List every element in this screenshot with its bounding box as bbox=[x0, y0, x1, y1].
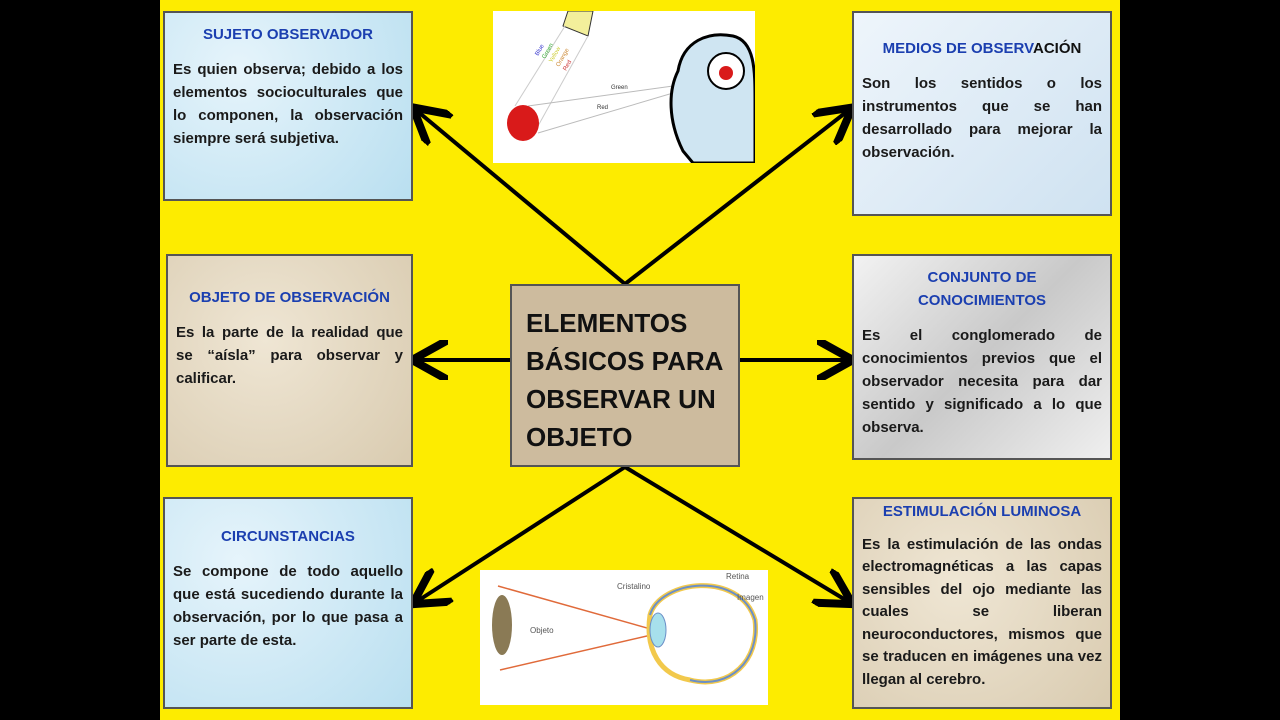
svg-text:Green: Green bbox=[611, 85, 628, 91]
box-estimulacion-luminosa: ESTIMULACIÓN LUMINOSA Es la estimulación… bbox=[852, 497, 1112, 709]
box-circunstancias: CIRCUNSTANCIAS Se compone de todo aquell… bbox=[163, 497, 413, 709]
svg-text:Red: Red bbox=[563, 59, 574, 72]
svg-text:Objeto: Objeto bbox=[530, 626, 554, 635]
svg-text:Imagen: Imagen bbox=[737, 593, 764, 602]
center-title: ELEMENTOS BÁSICOS PARA OBSERVAR UN OBJET… bbox=[526, 308, 723, 452]
box-objeto-observacion: OBJETO DE OBSERVACIÓN Es la parte de la … bbox=[166, 254, 413, 467]
box-title: ESTIMULACIÓN LUMINOSA bbox=[882, 503, 1082, 520]
arrow-to-sujeto bbox=[416, 110, 627, 286]
svg-text:Blue: Blue bbox=[535, 43, 547, 57]
box-body: Es el conglomerado de conocimientos prev… bbox=[862, 327, 1102, 436]
apple-perception-image: Blue Green Yellow Orange Red Green Red bbox=[493, 11, 755, 163]
center-title-box: ELEMENTOS BÁSICOS PARA OBSERVAR UN OBJET… bbox=[510, 284, 740, 467]
box-title: SUJETO OBSERVADOR bbox=[202, 26, 374, 43]
box-body: Son los sentidos o los instrumentos que … bbox=[862, 75, 1102, 161]
box-medios-observacion: MEDIOS DE OBSERVACIÓN Son los sentidos o… bbox=[852, 11, 1112, 216]
eye-diagram-image: Objeto Cristalino Retina Imagen bbox=[480, 570, 768, 705]
box-conjunto-conocimientos: CONJUNTO DE CONOCIMIENTOS Es el conglome… bbox=[852, 254, 1112, 460]
box-sujeto-observador: SUJETO OBSERVADOR Es quien observa; debi… bbox=[163, 11, 413, 201]
arrow-to-circunstancias bbox=[416, 465, 627, 602]
box-body: Es la estimulación de las ondas electrom… bbox=[862, 535, 1102, 688]
box-title: CONJUNTO DE CONOCIMIENTOS bbox=[917, 269, 1047, 309]
box-title: MEDIOS DE OBSERV bbox=[882, 40, 1033, 57]
box-body: Es la parte de la realidad que se “aísla… bbox=[176, 324, 403, 387]
box-title: OBJETO DE OBSERVACIÓN bbox=[189, 289, 390, 306]
box-title-end: ACIÓN bbox=[1032, 40, 1082, 57]
box-body: Es quien observa; debido a los elementos… bbox=[173, 61, 403, 147]
svg-text:Cristalino: Cristalino bbox=[617, 582, 651, 591]
box-body: Se compone de todo aquello que está suce… bbox=[173, 563, 403, 649]
arrow-to-medios bbox=[623, 110, 849, 286]
arrow-to-estimulacion bbox=[623, 465, 849, 602]
box-title: CIRCUNSTANCIAS bbox=[221, 528, 355, 545]
svg-text:Red: Red bbox=[597, 105, 608, 111]
svg-text:Retina: Retina bbox=[726, 572, 750, 581]
